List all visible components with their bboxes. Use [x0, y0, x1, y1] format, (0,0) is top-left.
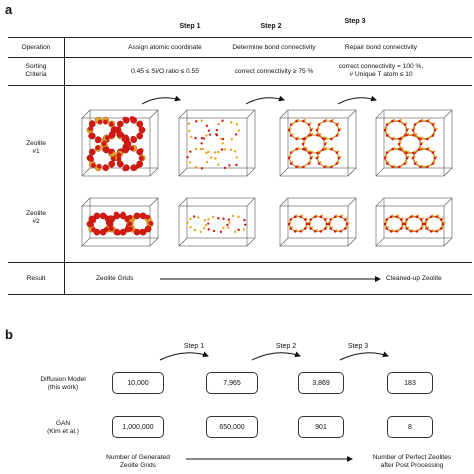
result-row-label: Result [26, 275, 46, 282]
footer-right-caption: Number of Perfect Zeolites after Post Pr… [356, 454, 468, 470]
zeolite-2-grid-structure [81, 197, 159, 247]
footer-right-caption-line1: Number of Perfect Zeolites [372, 454, 452, 461]
b-step-1-header: Step 1 [183, 343, 205, 350]
diffusion-model-label-line2: (this work) [47, 384, 79, 391]
gan-label: GAN (Kim et al.) [22, 420, 104, 436]
sorting-criteria-label: Sorting Criteria [8, 63, 64, 79]
footer-left-caption: Number of Generated Zeolte Grids [92, 454, 184, 470]
operation-step-2: Determine bond connectivity [232, 44, 316, 51]
diffusion-model-label-line1: Diffusion Model [40, 376, 86, 383]
zeolite-1-label-line1: Zeolite [26, 140, 46, 147]
step-arrow-1 [141, 95, 181, 105]
panel-a-label: a [5, 2, 13, 17]
diffusion-count-step-3: 183 [387, 372, 433, 394]
diffusion-count-step-1: 7,965 [206, 372, 258, 394]
zeolite-1-step-3-structure [375, 109, 453, 177]
atom-cluster [186, 214, 247, 234]
zeolite-2-step-2-structure [279, 197, 357, 247]
atom-cluster [383, 214, 446, 233]
zeolite-1-label: Zeolite #1 [8, 140, 64, 156]
result-end-label: Cleaned-up Zeolite [386, 275, 442, 282]
unit-cell-frame [178, 109, 256, 177]
unit-cell-frame [279, 197, 357, 247]
b-step-3-header: Step 3 [347, 343, 369, 350]
footer-left-caption-line1: Number of Generated [106, 454, 170, 461]
sorting-step-2: correct connectivity ≥ 75 % [234, 68, 314, 75]
atom-cluster [287, 118, 342, 169]
table-top-rule [8, 37, 472, 38]
diffusion-model-label: Diffusion Model (this work) [22, 376, 104, 392]
atom-cluster [287, 214, 350, 233]
gan-count-generated: 1,000,000 [112, 416, 164, 438]
zeolite-2-label-line2: #2 [32, 218, 40, 225]
b-step-arrow-2 [251, 351, 301, 361]
sorting-step-3-line1: correct connectivity = 100 %, [338, 63, 424, 70]
zeolite-2-label: Zeolite #2 [8, 210, 64, 226]
gan-count-step-3: 8 [387, 416, 433, 438]
operation-step-3: Repair bond connectivity [344, 44, 418, 51]
atom-cluster [186, 119, 241, 170]
step-1-header: Step 1 [179, 23, 201, 30]
diffusion-count-step-2: 3,869 [298, 372, 344, 394]
diffusion-count-generated: 10,000 [112, 372, 164, 394]
unit-cell-frame [375, 197, 453, 247]
unit-cell-frame [375, 109, 453, 177]
unit-cell-frame [178, 197, 256, 247]
sorting-step-3: correct connectivity = 100 %, # Unique T… [316, 63, 446, 79]
sorting-criteria-label-line1: Sorting [25, 63, 47, 70]
sorting-step-3-line2: # Unique T atom ≤ 10 [349, 71, 413, 78]
gan-label-line2: (Kim et al.) [47, 428, 79, 435]
step-arrow-3 [337, 95, 377, 105]
b-step-2-header: Step 2 [275, 343, 297, 350]
zeolite-1-step-2-structure [279, 109, 357, 177]
zeolite-1-step-1-structure [178, 109, 256, 177]
zeolite-1-grid-structure [81, 109, 159, 177]
atom-cluster [86, 116, 146, 172]
table-rule [8, 262, 472, 263]
gan-label-line1: GAN [55, 420, 71, 427]
table-rule [8, 85, 472, 86]
b-step-arrow-1 [159, 351, 209, 361]
footer-right-caption-line2: after Post Processing [380, 462, 444, 469]
operation-row-label: Operation [21, 44, 51, 51]
gan-count-step-1: 650,000 [206, 416, 258, 438]
sorting-step-1: 0.45 ≤ Si/O ratio ≤ 0.55 [131, 68, 199, 75]
step-arrow-2 [245, 95, 285, 105]
zeolite-2-label-line1: Zeolite [26, 210, 46, 217]
panel-b-label: b [5, 327, 13, 342]
sorting-criteria-label-line2: Criteria [25, 71, 47, 78]
result-start-label: Zeolite Grids [96, 275, 134, 282]
table-column-divider [64, 37, 65, 294]
footer-left-caption-line2: Zeolte Grids [120, 462, 156, 469]
atom-cluster [383, 118, 438, 169]
b-step-arrow-3 [339, 351, 389, 361]
operation-step-1: Assign atomic coordinate [128, 44, 202, 51]
atom-cluster [86, 211, 154, 236]
step-3-header: Step 3 [344, 18, 366, 25]
table-bottom-rule [8, 294, 472, 295]
gan-count-step-2: 901 [298, 416, 344, 438]
unit-cell-frame [279, 109, 357, 177]
table-rule [8, 57, 472, 58]
zeolite-1-label-line2: #1 [32, 148, 40, 155]
zeolite-2-step-3-structure [375, 197, 453, 247]
zeolite-2-step-1-structure [178, 197, 256, 247]
step-2-header: Step 2 [260, 23, 282, 30]
